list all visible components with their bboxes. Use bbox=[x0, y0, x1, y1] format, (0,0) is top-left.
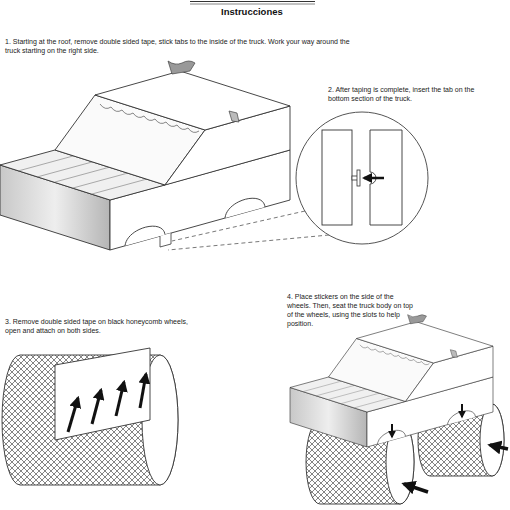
step-instruction: 1. Starting at the roof, remove double s… bbox=[5, 38, 350, 56]
title-rule bbox=[190, 2, 315, 5]
assembled-truck-figure bbox=[290, 315, 508, 504]
assembled-truck-figure bbox=[490, 445, 508, 449]
title-rule bbox=[190, 1, 315, 2]
honeycomb-wheel-figure bbox=[68, 398, 78, 432]
detail-inset bbox=[296, 112, 428, 244]
assembled-truck-figure bbox=[404, 484, 428, 492]
assembled-truck-figure bbox=[391, 424, 393, 437]
leader-dashes bbox=[168, 235, 329, 250]
page-title: Instrucciones bbox=[221, 6, 283, 17]
honeycomb-wheel-figure bbox=[116, 382, 124, 416]
leader-dashes bbox=[168, 211, 329, 250]
step-instruction: 3. Remove double sided tape on black hon… bbox=[5, 318, 203, 336]
detail-inset bbox=[322, 130, 352, 225]
assembled-truck-figure bbox=[290, 315, 493, 447]
step-instruction: 4. Place stickers on the side of the whe… bbox=[287, 293, 419, 329]
honeycomb-wheel-figure bbox=[92, 390, 101, 424]
title-rule bbox=[190, 4, 315, 5]
leader-dashes bbox=[172, 211, 305, 241]
detail-inset bbox=[364, 177, 384, 180]
step-instruction: 2. After taping is complete, insert the … bbox=[328, 86, 480, 104]
assembled-truck-figure bbox=[461, 404, 463, 417]
honeycomb-wheel-figure bbox=[2, 348, 178, 485]
truck-body-figure bbox=[0, 61, 290, 250]
detail-inset bbox=[357, 170, 360, 186]
honeycomb-wheel-figure bbox=[55, 348, 150, 440]
detail-inset bbox=[296, 112, 428, 244]
honeycomb-wheel-figure bbox=[140, 374, 146, 408]
truck-body-figure bbox=[160, 233, 171, 247]
truck-body-figure bbox=[0, 61, 290, 250]
